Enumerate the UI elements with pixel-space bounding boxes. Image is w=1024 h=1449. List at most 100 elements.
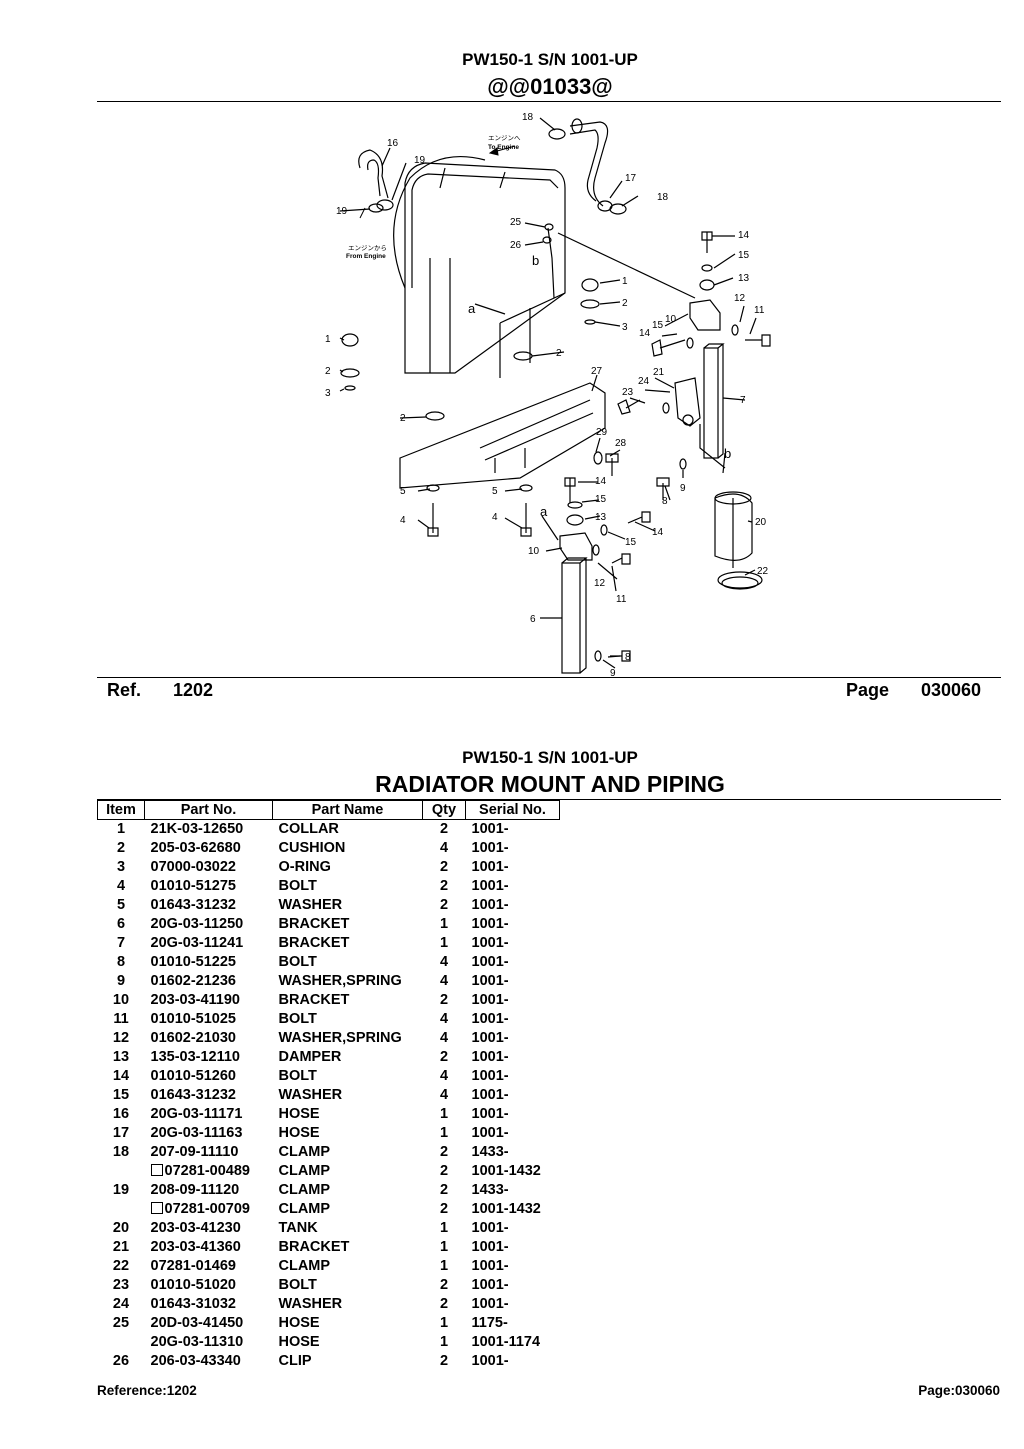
part-name-cell: WASHER xyxy=(273,1295,423,1314)
qty-cell: 2 xyxy=(423,820,466,840)
item-cell: 5 xyxy=(98,896,145,915)
from-engine-label: From Engine xyxy=(346,253,386,260)
part-no-cell-text: 01010-51260 xyxy=(150,1068,236,1084)
qty-cell-text: 2 xyxy=(439,992,449,1008)
part-no-cell-text: 20G-03-11163 xyxy=(150,1125,243,1141)
callout-label: 9 xyxy=(680,483,686,494)
qty-cell: 2 xyxy=(423,1143,466,1162)
callout-label: 5 xyxy=(400,486,406,497)
part-name-cell: COLLAR xyxy=(273,820,423,840)
callout-label: 2 xyxy=(622,298,628,309)
part-no-cell-text: 205-03-62680 xyxy=(150,840,241,856)
serial-no-cell-text: 1001- xyxy=(471,1106,509,1122)
part-name-cell: WASHER,SPRING xyxy=(273,1029,423,1048)
qty-cell-text: 2 xyxy=(439,1201,449,1217)
callout-label: 24 xyxy=(638,376,650,387)
section-model: PW150-1 S/N 1001-UP xyxy=(462,748,638,767)
qty-cell-text: 4 xyxy=(439,840,449,856)
qty-cell-text: 2 xyxy=(439,1049,449,1065)
qty-cell-text: 1 xyxy=(439,1315,449,1331)
part-no-cell-text: 203-03-41190 xyxy=(150,992,241,1008)
qty-cell-text: 2 xyxy=(439,1277,449,1293)
qty-cell-text: 2 xyxy=(439,1144,449,1160)
part-no-cell-text: 01643-31032 xyxy=(150,1296,236,1312)
ref-label: Ref. xyxy=(107,680,142,700)
part-no-cell: 20G-03-11250 xyxy=(145,915,273,934)
qty-cell: 2 xyxy=(423,896,466,915)
qty-cell-text: 1 xyxy=(439,935,449,951)
part-name-cell-text: CLAMP xyxy=(278,1201,331,1217)
callout-label: 11 xyxy=(754,305,765,316)
item-cell: 14 xyxy=(98,1067,145,1086)
part-name-cell-text: WASHER,SPRING xyxy=(278,1030,402,1046)
part-no-cell: 207-09-11110 xyxy=(145,1143,273,1162)
serial-no-cell: 1001- xyxy=(466,934,560,953)
callout-label: 15 xyxy=(595,494,607,505)
part-no-cell: 20G-03-11241 xyxy=(145,934,273,953)
item-cell-text: 24 xyxy=(112,1296,130,1312)
part-name-cell-text: HOSE xyxy=(278,1334,320,1350)
serial-no-cell-text: 1001-1432 xyxy=(471,1201,541,1217)
part-no-cell-text: 203-03-41360 xyxy=(150,1239,241,1255)
callout-label: 12 xyxy=(734,293,746,304)
item-cell-text: 3 xyxy=(116,859,126,875)
part-name-cell-text: WASHER xyxy=(278,897,343,913)
callout-label: a xyxy=(468,301,476,316)
to-engine-label: To Engine xyxy=(488,144,519,151)
page-label: Page xyxy=(846,680,890,700)
callout-label: 21 xyxy=(653,367,665,378)
table-header-row: Item Part No. Part Name Qty Serial No. xyxy=(97,800,560,820)
footer-page: Page:030060 xyxy=(918,1383,1000,1398)
callout-label: 5 xyxy=(492,486,498,497)
part-name-cell-text: CLIP xyxy=(278,1353,312,1369)
part-name-cell-text: HOSE xyxy=(278,1125,320,1141)
callout-label: 22 xyxy=(757,566,769,577)
serial-no-cell: 1001- xyxy=(466,953,560,972)
item-cell-text: 20 xyxy=(112,1220,130,1236)
item-cell: 15 xyxy=(98,1086,145,1105)
column-header-serial-no: Serial No. xyxy=(465,800,560,820)
qty-cell: 2 xyxy=(423,1295,466,1314)
part-no-cell: 21K-03-12650 xyxy=(145,820,273,840)
qty-cell: 4 xyxy=(423,953,466,972)
item-cell: 23 xyxy=(98,1276,145,1295)
part-name-cell: CLAMP xyxy=(273,1162,423,1181)
part-name-cell: WASHER,SPRING xyxy=(273,972,423,991)
qty-cell-text: 4 xyxy=(439,954,449,970)
serial-no-cell-text: 1001- xyxy=(471,916,509,932)
qty-cell-text: 4 xyxy=(439,1030,449,1046)
part-name-cell: BOLT xyxy=(273,1010,423,1029)
part-no-cell: 01643-31032 xyxy=(145,1295,273,1314)
part-name-cell: CLAMP xyxy=(273,1257,423,1276)
callout-label: a xyxy=(540,504,548,519)
serial-no-cell-text: 1001- xyxy=(471,1087,509,1103)
callout-label: 13 xyxy=(595,512,607,523)
item-cell-text: 4 xyxy=(116,878,126,894)
callout-label: 14 xyxy=(639,328,651,339)
item-cell: 17 xyxy=(98,1124,145,1143)
callout-label: 2 xyxy=(400,413,406,424)
item-cell: 11 xyxy=(98,1010,145,1029)
part-no-cell-text: 07000-03022 xyxy=(150,859,236,875)
callout-label: 6 xyxy=(530,614,536,625)
qty-cell: 4 xyxy=(423,1086,466,1105)
item-cell xyxy=(98,1200,145,1219)
qty-cell: 1 xyxy=(423,934,466,953)
item-cell-text: 19 xyxy=(112,1182,130,1198)
part-name-cell-text: CLAMP xyxy=(278,1182,331,1198)
callout-label: 18 xyxy=(522,112,534,123)
qty-cell: 2 xyxy=(423,1048,466,1067)
part-name-cell: CLAMP xyxy=(273,1200,423,1219)
serial-no-cell: 1001- xyxy=(466,1029,560,1048)
part-no-cell-text: 21K-03-12650 xyxy=(150,821,244,837)
item-cell-text: 18 xyxy=(112,1144,130,1160)
part-no-cell-text: 01010-51275 xyxy=(150,878,236,894)
qty-cell: 2 xyxy=(423,1276,466,1295)
